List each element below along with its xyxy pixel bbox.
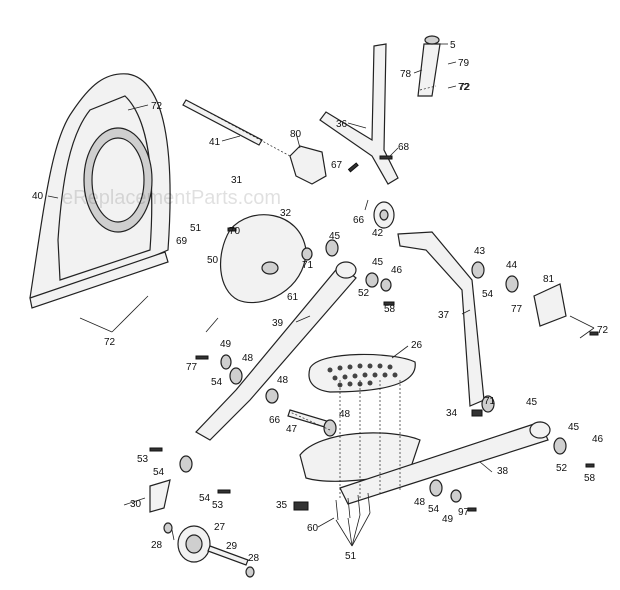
callout: 26 — [411, 340, 423, 351]
left-arm-part — [195, 264, 357, 441]
callout: 48 — [414, 497, 426, 508]
callout: 45 — [372, 257, 384, 268]
upper-handle-part — [319, 43, 399, 185]
callout: 49 — [220, 339, 232, 350]
callout: 72 — [151, 101, 163, 112]
callout: 39 — [272, 318, 284, 329]
callout: 78 — [400, 69, 412, 80]
callout: 36 — [336, 119, 348, 130]
callout: 54 — [482, 289, 494, 300]
callout: 60 — [307, 523, 319, 534]
callout: 58 — [384, 304, 396, 315]
side-cover-part — [533, 283, 567, 327]
callout: 66 — [353, 215, 365, 226]
callout: 47 — [286, 424, 298, 435]
callout: 54 — [199, 493, 211, 504]
callout: 72 — [597, 325, 609, 336]
callout: 77 — [186, 362, 198, 373]
pedal-part — [308, 353, 416, 393]
callout: 72 — [104, 337, 116, 348]
callout: 35 — [276, 500, 288, 511]
platform-bolts — [335, 492, 371, 521]
callout: 54 — [153, 467, 165, 478]
pedal-arm-part — [339, 421, 549, 505]
callout: 46 — [592, 434, 604, 445]
callout: 69 — [176, 236, 188, 247]
bolt-set — [149, 155, 599, 512]
callout: 27 — [214, 522, 226, 533]
callout: 28 — [248, 553, 260, 564]
leader-lines — [47, 43, 595, 547]
callout: 37 — [438, 310, 450, 321]
callout: 43 — [474, 246, 486, 257]
wheel-part — [177, 525, 211, 563]
callout: 34 — [446, 408, 458, 419]
callout: 71 — [484, 396, 496, 407]
callout: 68 — [398, 142, 410, 153]
right-arm-part — [397, 231, 485, 407]
bracket-part — [289, 145, 327, 185]
flywheel-cover-part — [219, 214, 307, 304]
callout: 52 — [556, 463, 568, 474]
callout: 31 — [231, 175, 243, 186]
callout: 42 — [372, 228, 384, 239]
callout: 54 — [211, 377, 223, 388]
callout: 40 — [32, 191, 44, 202]
callout: 80 — [290, 129, 302, 140]
alignment-lines — [185, 85, 437, 500]
callout: 48 — [339, 409, 351, 420]
callout: 38 — [497, 466, 509, 477]
callout: 44 — [506, 260, 518, 271]
callout: 46 — [391, 265, 403, 276]
callout: 70 — [229, 226, 241, 237]
callout: 50 — [207, 255, 219, 266]
callout: 32 — [280, 208, 292, 219]
callout: 45 — [329, 231, 341, 242]
callout: 79 — [458, 58, 470, 69]
bearing-set — [163, 239, 567, 578]
axle-part — [207, 545, 249, 566]
rod-part — [182, 99, 263, 146]
callout: 45 — [526, 397, 538, 408]
callout: 48 — [277, 375, 289, 386]
callout-labels: 72 41 80 36 5 79 78 72 40 72 31 68 67 32… — [32, 40, 609, 564]
callout: 66 — [269, 415, 281, 426]
callout: 72 — [459, 82, 471, 93]
callout: 28 — [151, 540, 163, 551]
callout: 81 — [543, 274, 555, 285]
side-shroud-part — [29, 73, 171, 309]
callout: 71 — [302, 260, 314, 271]
callout: 52 — [358, 288, 370, 299]
callout: 30 — [130, 499, 142, 510]
watermark-text: eReplacementParts.com — [62, 187, 281, 209]
callout: 49 — [442, 514, 454, 525]
callout: 51 — [345, 551, 357, 562]
callout: 29 — [226, 541, 238, 552]
callout: 53 — [137, 454, 149, 465]
callout: 97 — [458, 507, 470, 518]
callout: 5 — [450, 40, 456, 51]
callout: 45 — [568, 422, 580, 433]
callout: 51 — [190, 223, 202, 234]
callout: 58 — [584, 473, 596, 484]
lower-bracket-part — [149, 479, 171, 513]
callout: 72 — [458, 82, 470, 93]
callout: 54 — [428, 504, 440, 515]
callout: 53 — [212, 500, 224, 511]
callout: 67 — [331, 160, 343, 171]
callout: 41 — [209, 137, 221, 148]
callout: 61 — [287, 292, 299, 303]
callout: 48 — [242, 353, 254, 364]
callout: 77 — [511, 304, 523, 315]
